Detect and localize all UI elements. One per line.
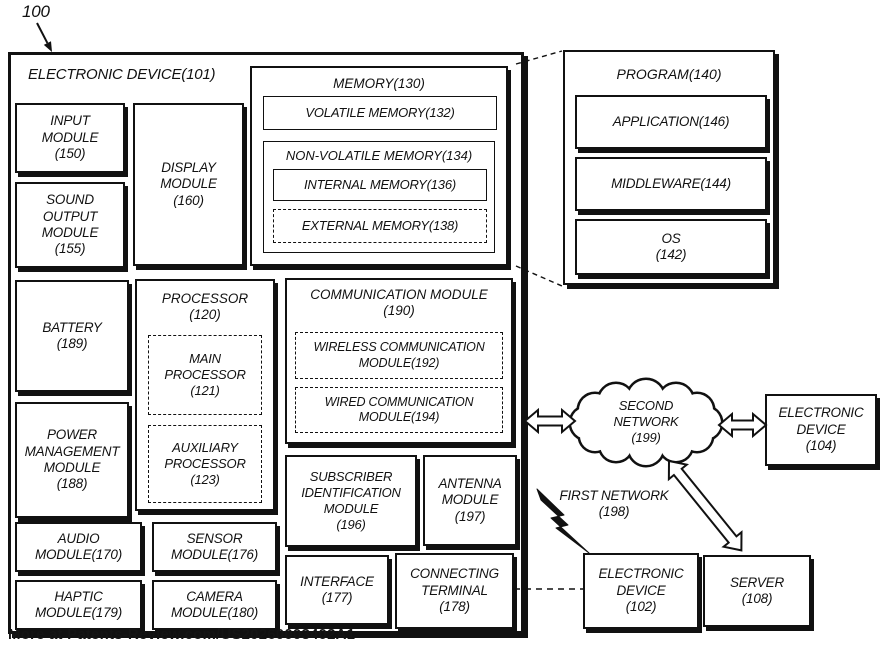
connecting-terminal-label: CONNECTING TERMINAL (178) xyxy=(410,566,499,615)
middleware-label: MIDDLEWARE(144) xyxy=(611,175,731,191)
power-management-module-label: POWER MANAGEMENT MODULE (188) xyxy=(24,427,120,492)
power-management-module-box: POWER MANAGEMENT MODULE (188) xyxy=(15,402,129,518)
second-network-label: SECOND NETWORK (199) xyxy=(613,398,679,445)
middleware-box: MIDDLEWARE(144) xyxy=(575,157,767,211)
battery-box: BATTERY (189) xyxy=(15,280,129,392)
display-module-box: DISPLAY MODULE (160) xyxy=(133,103,244,266)
wireless-communication-module-label: WIRELESS COMMUNICATION MODULE(192) xyxy=(313,340,485,370)
haptic-module-label: HAPTIC MODULE(179) xyxy=(34,588,123,620)
input-module-box: INPUT MODULE (150) xyxy=(15,103,125,173)
subscriber-identification-module-box: SUBSCRIBER IDENTIFICATION MODULE (196) xyxy=(285,455,417,547)
processor-title: PROCESSOR (120) xyxy=(161,291,249,323)
figure-ref-label: 100 xyxy=(22,2,50,21)
audio-module-label: AUDIO MODULE(170) xyxy=(34,530,123,562)
electronic-device-101-title: ELECTRONIC DEVICE(101) xyxy=(28,66,216,83)
external-memory-box: EXTERNAL MEMORY(138) xyxy=(273,209,487,243)
subscriber-identification-module-label: SUBSCRIBER IDENTIFICATION MODULE (196) xyxy=(301,469,401,532)
sensor-module-box: SENSOR MODULE(176) xyxy=(152,522,277,572)
sensor-module-label: SENSOR MODULE(176) xyxy=(170,530,259,562)
communication-module-title: COMMUNICATION MODULE (190) xyxy=(310,287,488,319)
os-label: OS (142) xyxy=(655,230,687,262)
electronic-device-102-label: ELECTRONIC DEVICE (102) xyxy=(598,566,684,615)
electronic-device-102-box: ELECTRONIC DEVICE (102) xyxy=(583,553,699,629)
second-network-to-device-104-arrow xyxy=(717,411,768,439)
server-label: SERVER (108) xyxy=(729,574,785,606)
interface-label: INTERFACE (177) xyxy=(300,573,374,605)
antenna-module-label: ANTENNA MODULE (197) xyxy=(438,475,502,524)
non-volatile-memory-title: NON-VOLATILE MEMORY(134) xyxy=(285,148,473,163)
application-label: APPLICATION(146) xyxy=(612,113,730,129)
auxiliary-processor-box: AUXILIARY PROCESSOR (123) xyxy=(148,425,262,503)
device-to-second-network-arrow xyxy=(523,407,577,435)
connecting-terminal-box: CONNECTING TERMINAL (178) xyxy=(395,553,514,629)
battery-label: BATTERY (189) xyxy=(42,319,102,351)
wireless-communication-module-box: WIRELESS COMMUNICATION MODULE(192) xyxy=(295,332,503,379)
sound-output-module-box: SOUND OUTPUT MODULE (155) xyxy=(15,182,125,268)
volatile-memory-box: VOLATILE MEMORY(132) xyxy=(263,96,497,130)
figure-ref-arrow xyxy=(36,22,52,52)
first-network-label: FIRST NETWORK (198) xyxy=(559,488,669,520)
volatile-memory-label: VOLATILE MEMORY(132) xyxy=(305,105,455,121)
sound-output-module-label: SOUND OUTPUT MODULE (155) xyxy=(41,192,99,257)
wired-communication-module-box: WIRED COMMUNICATION MODULE(194) xyxy=(295,387,503,433)
program-title: PROGRAM(140) xyxy=(616,66,722,82)
input-module-label: INPUT MODULE (150) xyxy=(41,113,99,162)
haptic-module-box: HAPTIC MODULE(179) xyxy=(15,580,142,630)
os-box: OS (142) xyxy=(575,219,767,275)
watermark: More at Patents-Review.com/US20260003402… xyxy=(8,626,356,643)
wired-communication-module-label: WIRED COMMUNICATION MODULE(194) xyxy=(324,394,474,424)
electronic-device-104-label: ELECTRONIC DEVICE (104) xyxy=(778,405,864,454)
internal-memory-label: INTERNAL MEMORY(136) xyxy=(303,177,457,193)
memory-title: MEMORY(130) xyxy=(333,76,425,91)
audio-module-box: AUDIO MODULE(170) xyxy=(15,522,142,572)
external-memory-label: EXTERNAL MEMORY(138) xyxy=(301,218,459,234)
display-module-label: DISPLAY MODULE (160) xyxy=(160,159,217,208)
server-box: SERVER (108) xyxy=(703,555,811,627)
auxiliary-processor-label: AUXILIARY PROCESSOR (123) xyxy=(164,440,246,487)
electronic-device-104-box: ELECTRONIC DEVICE (104) xyxy=(765,394,877,466)
interface-box: INTERFACE (177) xyxy=(285,555,389,625)
antenna-module-box: ANTENNA MODULE (197) xyxy=(423,455,517,546)
main-processor-box: MAIN PROCESSOR (121) xyxy=(148,335,262,415)
application-box: APPLICATION(146) xyxy=(575,95,767,149)
main-processor-label: MAIN PROCESSOR (121) xyxy=(164,351,246,398)
camera-module-label: CAMERA MODULE(180) xyxy=(170,588,259,620)
camera-module-box: CAMERA MODULE(180) xyxy=(152,580,277,630)
internal-memory-box: INTERNAL MEMORY(136) xyxy=(273,169,487,201)
